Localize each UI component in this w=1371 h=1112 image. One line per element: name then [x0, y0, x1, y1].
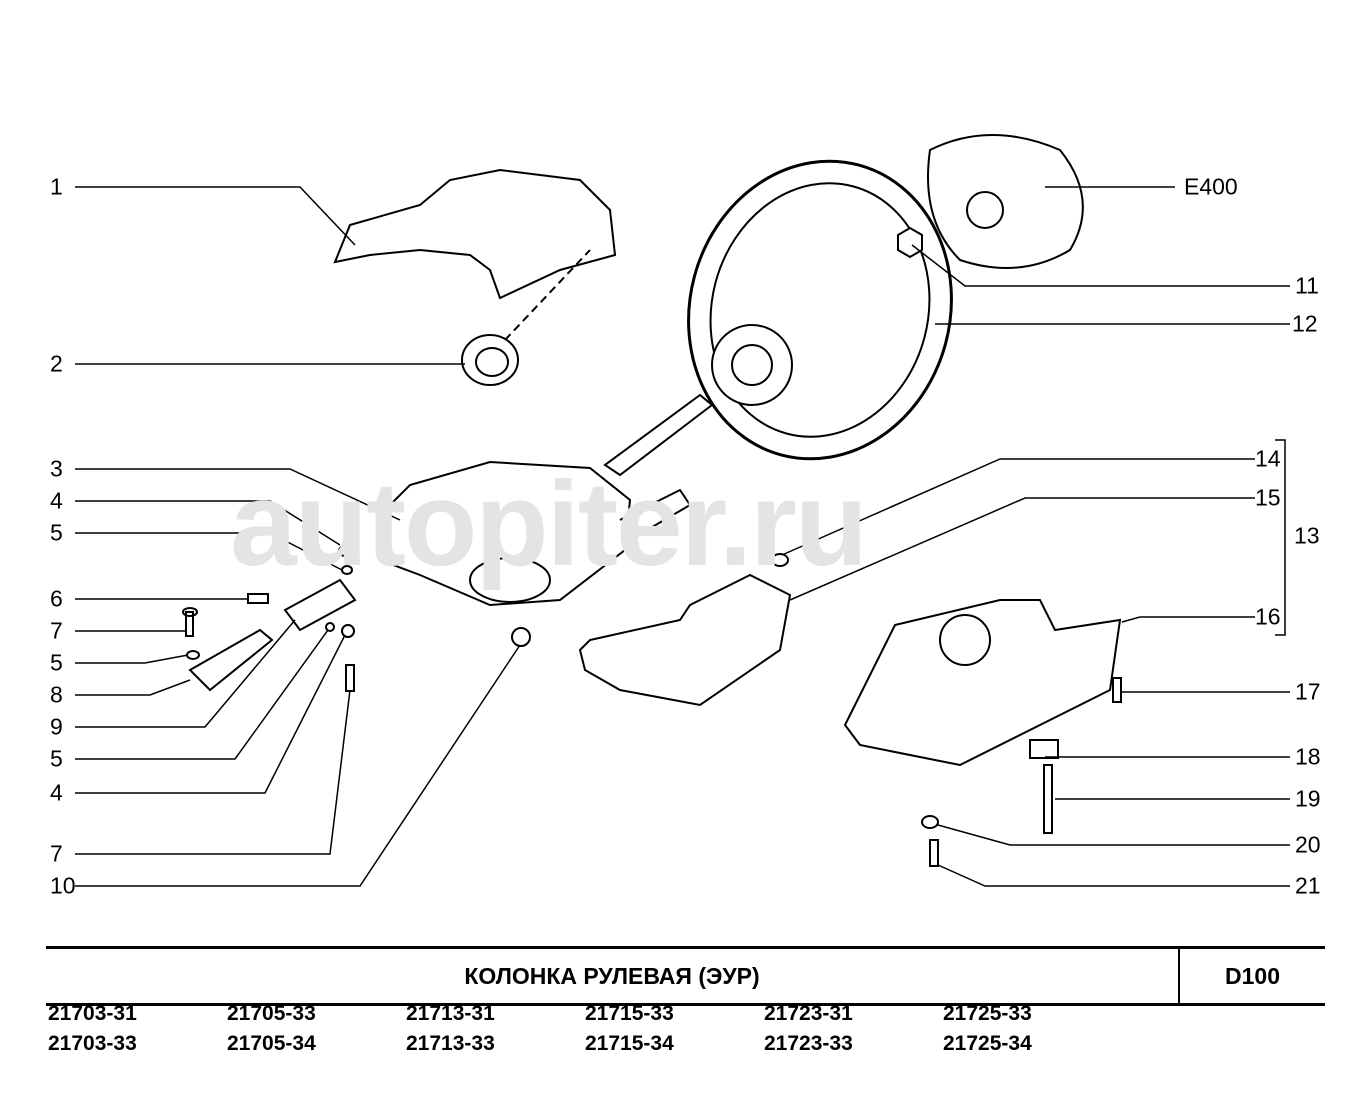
upper-column-cover — [333, 168, 617, 300]
callout-label: E400 — [1184, 173, 1238, 200]
callout-label: 6 — [50, 585, 63, 612]
callout-label: 7 — [50, 617, 63, 644]
model-code: 21715-34 — [585, 1032, 674, 1055]
callout-label: 8 — [50, 681, 63, 708]
callout-label: 14 — [1255, 445, 1281, 472]
model-code: 21703-31 — [48, 1002, 137, 1025]
diagram-title: КОЛОНКА РУЛЕВАЯ (ЭУР) — [464, 963, 760, 989]
model-code: 21705-33 — [227, 1002, 316, 1025]
callout-label: 13 — [1294, 522, 1320, 549]
title-block: КОЛОНКА РУЛЕВАЯ (ЭУР) D100 — [46, 946, 1325, 1006]
lower-cover-15 — [578, 573, 792, 707]
callout-label: 17 — [1295, 678, 1321, 705]
model-code: 21725-34 — [943, 1032, 1032, 1055]
model-code: 21723-33 — [764, 1032, 853, 1055]
callout-label: 16 — [1255, 603, 1281, 630]
model-code: 21723-31 — [764, 1002, 853, 1025]
callout-label: 2 — [50, 350, 63, 377]
model-code: 21703-33 — [48, 1032, 137, 1055]
model-list: 21703-31 21705-33 21713-31 21715-33 2172… — [48, 1001, 1122, 1057]
diagram-code: D100 — [1178, 949, 1325, 1003]
model-code: 21725-33 — [943, 1002, 1032, 1025]
leader-lines — [75, 186, 1290, 887]
model-code: 21705-34 — [227, 1032, 316, 1055]
nut-11 — [897, 226, 923, 259]
callout-label: 15 — [1255, 484, 1281, 511]
callout-label: 21 — [1295, 872, 1321, 899]
callout-label: 3 — [50, 455, 63, 482]
ring-part — [461, 334, 519, 386]
callout-label: 4 — [50, 779, 63, 806]
callout-label: 7 — [50, 840, 63, 867]
callout-label: 19 — [1295, 785, 1321, 812]
model-code: 21715-33 — [585, 1002, 674, 1025]
model-code: 21713-33 — [406, 1032, 495, 1055]
callout-label: 5 — [50, 519, 63, 546]
callout-label: 20 — [1295, 831, 1321, 858]
lower-cover-16 — [843, 599, 1122, 767]
callout-label: 1 — [50, 173, 63, 200]
steering-column — [603, 393, 714, 477]
callout-label: 11 — [1295, 272, 1319, 299]
callout-label: 9 — [50, 713, 63, 740]
callout-label: 10 — [50, 872, 76, 899]
airbag-module — [927, 134, 1084, 269]
callout-label: 12 — [1292, 310, 1318, 337]
callout-label: 5 — [50, 745, 63, 772]
model-code: 21713-31 — [406, 1002, 495, 1025]
callout-label: 4 — [50, 487, 63, 514]
callout-label: 5 — [50, 649, 63, 676]
callout-label: 18 — [1295, 743, 1321, 770]
